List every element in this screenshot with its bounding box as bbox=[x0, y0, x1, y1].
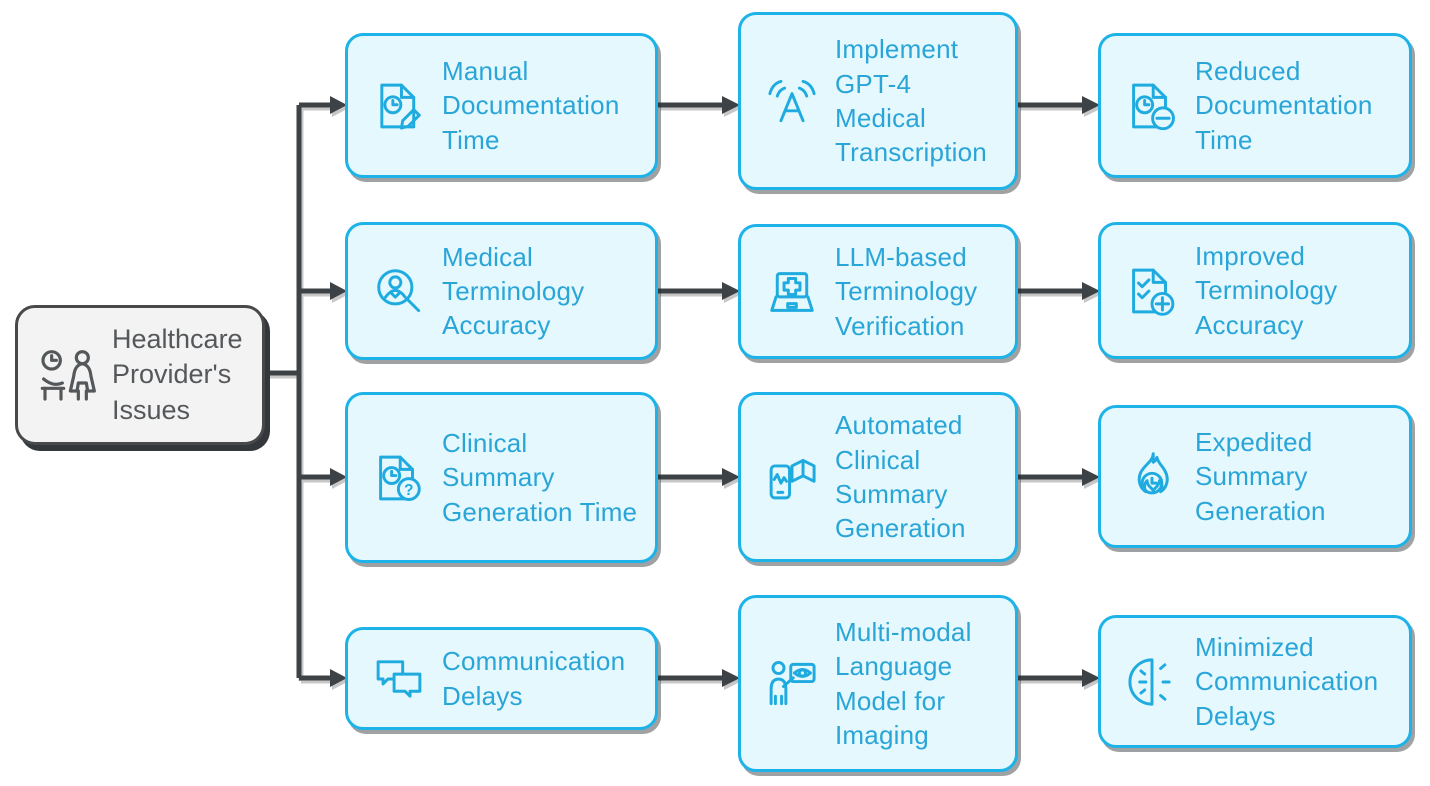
node-label: Expedited Summary Generation bbox=[1195, 427, 1326, 526]
node-improved-terminology-accuracy[interactable]: Improved Terminology Accuracy bbox=[1098, 222, 1412, 359]
node-label: LLM-based Terminology Verification bbox=[835, 242, 978, 341]
person-search-icon bbox=[377, 269, 421, 313]
node-automated-clinical-summary-generation[interactable]: Automated Clinical Summary Generation bbox=[738, 392, 1018, 562]
node-label: Clinical Summary Generation Time bbox=[442, 428, 638, 527]
node-label: Medical Terminology Accuracy bbox=[442, 241, 585, 341]
node-minimized-communication-delays[interactable]: Minimized Communication Delays bbox=[1098, 615, 1412, 748]
chat-bubbles-icon bbox=[376, 659, 422, 698]
waiting-person-icon bbox=[40, 350, 96, 401]
presenter-screen-icon bbox=[769, 660, 816, 705]
node-reduced-documentation-time[interactable]: Reduced Documentation Time bbox=[1098, 33, 1412, 178]
node-label: Improved Terminology Accuracy bbox=[1195, 241, 1338, 340]
voice-recognition-icon bbox=[768, 79, 816, 123]
node-label: Multi-modal Language Model for Imaging bbox=[835, 616, 972, 750]
half-clock-icon bbox=[1128, 657, 1171, 706]
medical-laptop-icon bbox=[770, 271, 814, 312]
node-communication-delays[interactable]: Communication Delays bbox=[345, 627, 658, 730]
node-label: Healthcare Provider's Issues bbox=[112, 324, 243, 425]
node-healthcare-providers-issues[interactable]: Healthcare Provider's Issues bbox=[15, 305, 265, 445]
document-clock-edit-icon bbox=[380, 83, 421, 130]
document-clock-minus-icon bbox=[1132, 83, 1175, 130]
node-expedited-summary-generation[interactable]: Expedited Summary Generation bbox=[1098, 405, 1412, 548]
flame-clock-icon bbox=[1137, 451, 1169, 494]
node-implement-gpt4-medical-transcription[interactable]: Implement GPT-4 Medical Transcription bbox=[738, 12, 1018, 190]
node-manual-documentation-time[interactable]: Manual Documentation Time bbox=[345, 33, 658, 178]
document-clock-question-icon: ? bbox=[379, 455, 421, 501]
node-llm-based-terminology-verification[interactable]: LLM-based Terminology Verification bbox=[738, 224, 1018, 359]
node-clinical-summary-generation-time[interactable]: ? Clinical Summary Generation Time bbox=[345, 392, 658, 563]
node-label: Automated Clinical Summary Generation bbox=[835, 410, 966, 544]
node-label: Minimized Communication Delays bbox=[1195, 632, 1379, 731]
node-label: Manual Documentation Time bbox=[442, 56, 620, 155]
node-medical-terminology-accuracy[interactable]: Medical Terminology Accuracy bbox=[345, 222, 658, 360]
checklist-plus-icon bbox=[1132, 268, 1175, 316]
phone-book-icon bbox=[769, 458, 816, 500]
node-label: Reduced Documentation Time bbox=[1195, 56, 1373, 155]
node-label: Communication Delays bbox=[442, 646, 626, 711]
svg-text:?: ? bbox=[404, 482, 413, 499]
node-multimodal-language-model-for-imaging[interactable]: Multi-modal Language Model for Imaging bbox=[738, 595, 1018, 772]
node-label: Implement GPT-4 Medical Transcription bbox=[835, 34, 987, 168]
